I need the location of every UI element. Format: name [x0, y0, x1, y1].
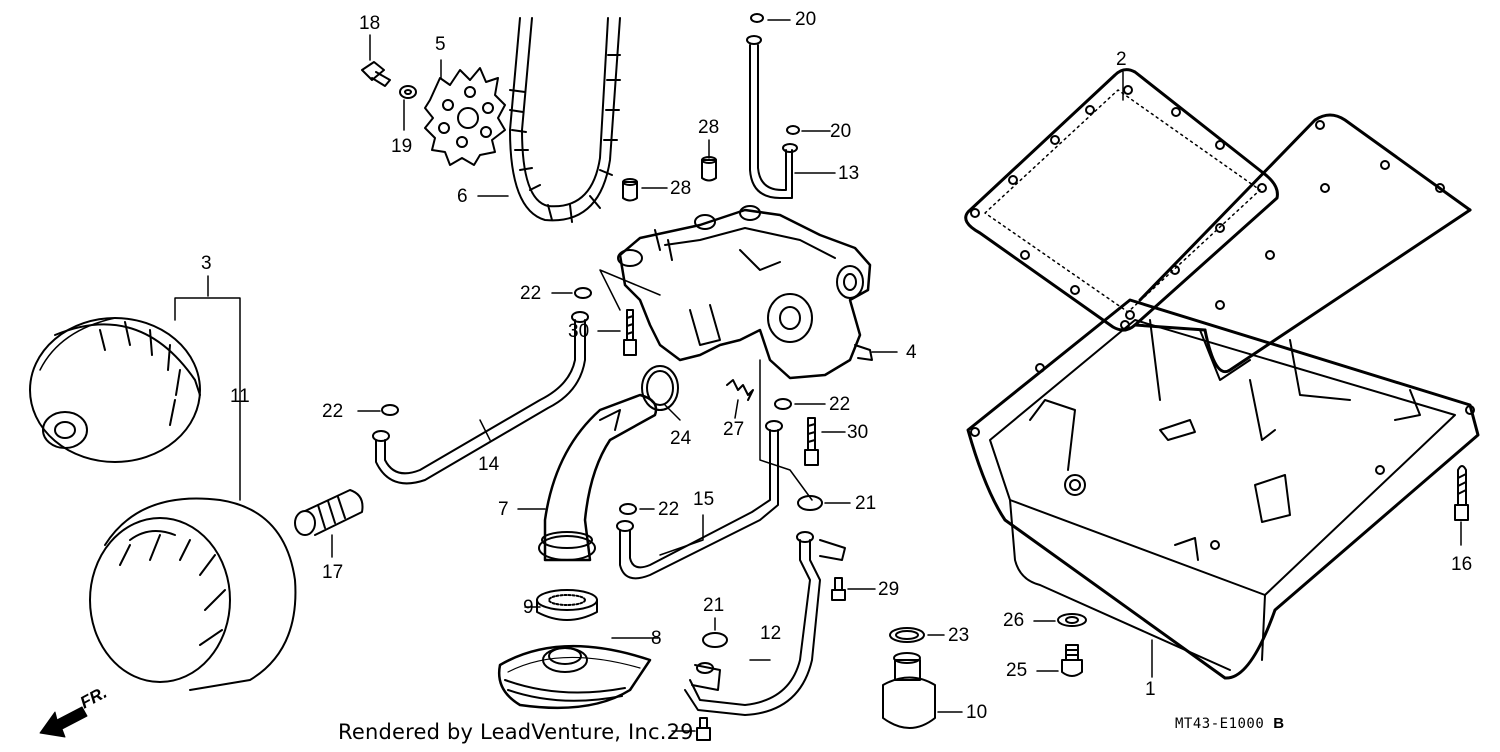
callout-9: 9 — [523, 597, 534, 618]
callout-29b: 29 — [666, 720, 694, 744]
pump-sprocket — [424, 67, 506, 166]
oil-pump — [617, 205, 873, 380]
callout-21b: 21 — [703, 595, 725, 616]
credit-text: Rendered by LeadVenture, Inc.29 — [338, 720, 694, 744]
callout-8: 8 — [651, 628, 662, 649]
callout-29a: 29 — [878, 579, 900, 600]
oil-pressure-switch — [882, 627, 936, 729]
oil-filter — [89, 497, 297, 691]
pan-bolt — [1454, 465, 1469, 521]
oil-filter-cap — [29, 317, 201, 463]
callout-14: 14 — [478, 454, 500, 475]
callout-10: 10 — [966, 702, 988, 723]
callout-7: 7 — [498, 499, 509, 520]
callout-5: 5 — [435, 34, 446, 55]
pipe-bolts-29 — [696, 577, 846, 741]
oil-pan — [966, 298, 1480, 680]
callout-24: 24 — [670, 428, 692, 449]
callout-26: 26 — [1003, 610, 1025, 631]
strainer-seal — [536, 589, 598, 621]
sprocket-bolt — [361, 61, 417, 99]
leader-lines — [174, 19, 1462, 732]
callout-21a: 21 — [855, 493, 877, 514]
callout-18: 18 — [359, 13, 381, 34]
callout-23: 23 — [948, 625, 970, 646]
filter-boss — [294, 489, 364, 536]
callout-4: 4 — [906, 342, 917, 363]
callout-17: 17 — [322, 562, 344, 583]
oil-pan-gasket — [964, 68, 1472, 374]
callout-15: 15 — [693, 489, 715, 510]
callout-30a: 30 — [847, 422, 869, 443]
strainer-oring — [641, 365, 679, 411]
callout-2: 2 — [1116, 49, 1127, 70]
callout-16: 16 — [1451, 554, 1473, 575]
callout-25: 25 — [1006, 660, 1028, 681]
relief-spring — [726, 379, 754, 401]
drawing-revision: B — [1273, 715, 1285, 732]
front-direction-arrow — [39, 706, 88, 738]
sealing-washers — [381, 13, 823, 648]
callout-11: 11 — [230, 386, 250, 407]
callout-12: 12 — [760, 623, 782, 644]
callout-28a: 28 — [698, 117, 720, 138]
pump-bolts — [623, 309, 819, 466]
callout-3: 3 — [201, 253, 212, 274]
callout-20a: 20 — [795, 9, 817, 30]
credit-company: Rendered by LeadVenture, Inc. — [338, 720, 667, 744]
callout-1: 1 — [1145, 679, 1156, 700]
callout-22b: 22 — [322, 401, 344, 422]
callout-6: 6 — [457, 186, 468, 207]
callout-19: 19 — [391, 136, 413, 157]
oil-pipes — [372, 35, 846, 716]
callout-27: 27 — [723, 419, 745, 440]
drawing-code: MT43-E1000 B — [1175, 715, 1285, 732]
drain-bolt — [1057, 613, 1087, 677]
dowel-pins — [622, 156, 717, 202]
callout-22c: 22 — [829, 394, 851, 415]
callout-13: 13 — [838, 163, 860, 184]
callout-22d: 22 — [658, 499, 680, 520]
oil-strainer — [497, 644, 652, 710]
drive-chain — [509, 17, 621, 223]
drawing-number: MT43-E1000 — [1175, 716, 1265, 732]
callout-28b: 28 — [670, 178, 692, 199]
callout-30b: 30 — [568, 321, 590, 342]
strainer-pipe — [538, 393, 658, 562]
callout-20b: 20 — [830, 121, 852, 142]
callout-22a: 22 — [520, 283, 542, 304]
